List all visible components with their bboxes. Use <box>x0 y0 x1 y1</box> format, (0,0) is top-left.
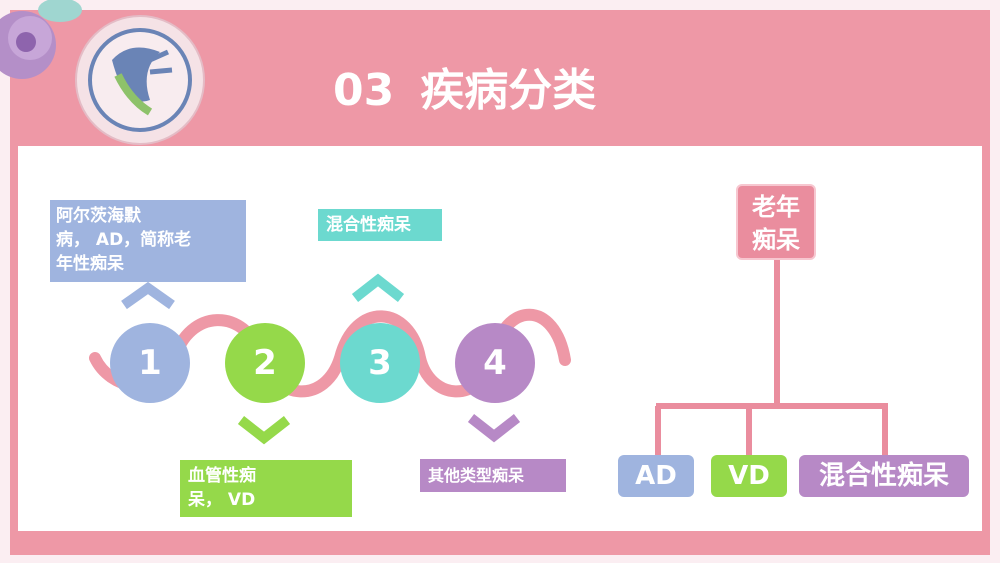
title-text: 疾病分类 <box>420 65 597 116</box>
tree-leaf-ad: AD <box>618 455 694 497</box>
stage-4-label: 其他类型痴呆 <box>420 459 566 492</box>
flower-icon <box>0 0 82 79</box>
hospital-logo-icon <box>75 15 205 145</box>
tree-root-line: 老年 <box>752 193 800 221</box>
stage-1-label: 阿尔茨海默 病， AD，简称老 年性痴呆 <box>50 200 246 282</box>
stage-4-circle: 4 <box>455 323 535 403</box>
chevron-down-icon <box>467 414 521 443</box>
stage-1-label-line: 阿尔茨海默 <box>56 206 141 226</box>
stage-1-label-line: 病， AD，简称老 <box>56 230 192 250</box>
chevron-down-icon <box>237 416 291 445</box>
tree-root-box: 老年 痴呆 <box>736 184 816 260</box>
stage-2-label-line: 呆， VD <box>188 490 256 510</box>
stage-3-label: 混合性痴呆 <box>318 209 442 241</box>
stage-2-circle: 2 <box>225 323 305 403</box>
tree-leaf-vd: VD <box>711 455 787 497</box>
stage-1-label-line: 年性痴呆 <box>56 254 124 274</box>
title-number: 03 <box>333 65 395 116</box>
stage-2-label-line: 血管性痴 <box>188 466 256 486</box>
chevron-up-icon <box>351 273 405 302</box>
stage-3-circle: 3 <box>340 323 420 403</box>
stage-2-label: 血管性痴 呆， VD <box>180 460 352 517</box>
chevron-up-icon <box>121 281 175 310</box>
tree-connectors <box>655 260 888 455</box>
page-title: 03 疾病分类 <box>333 50 596 142</box>
stage-1-circle: 1 <box>110 323 190 403</box>
tree-leaf-mixed: 混合性痴呆 <box>799 455 969 497</box>
tree-root-line: 痴呆 <box>752 226 800 254</box>
